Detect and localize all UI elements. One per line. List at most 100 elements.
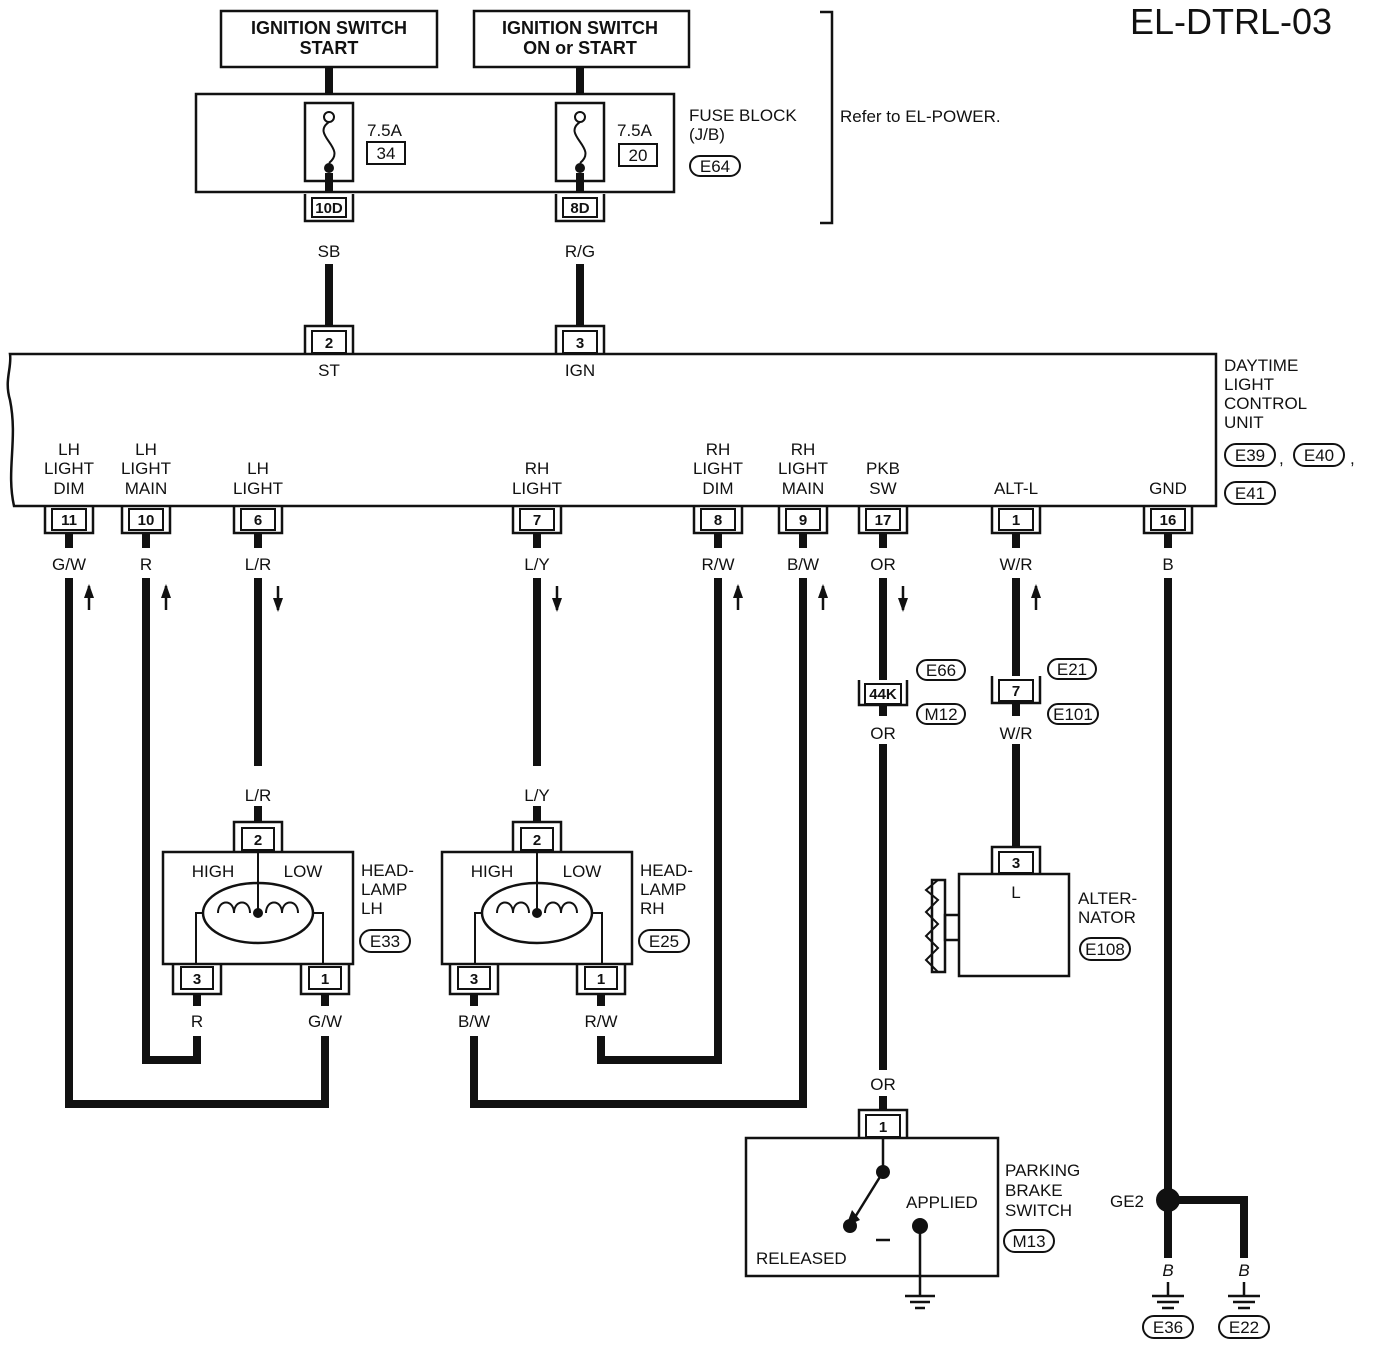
cu-pin-17-wire: OR xyxy=(870,555,896,574)
cu-pin-17-num: 17 xyxy=(875,512,892,529)
cu-pin-16-wire: B xyxy=(1162,555,1173,574)
cu-pin-7-label3: LIGHT xyxy=(512,479,562,498)
junction-7: 7 xyxy=(990,676,1042,705)
ground-symbol-right xyxy=(1228,1282,1260,1310)
cu-pin-1-wire: W/R xyxy=(999,555,1032,574)
junction-44k-pin: 44K xyxy=(869,686,897,703)
cu-pin-6-label3: LIGHT xyxy=(233,479,283,498)
terminal-8D: 8D xyxy=(554,194,606,223)
headlamp_rh-name-1: HEAD- xyxy=(640,861,693,880)
headlamp_rh-high: HIGH xyxy=(471,862,514,881)
cu-pin-10-num: 10 xyxy=(138,512,155,529)
headlamp_lh-pin-top: 2 xyxy=(254,832,262,849)
wire-bw-loop xyxy=(470,578,807,1108)
control-unit-body xyxy=(6,352,1218,508)
parking-brake-connector: M13 xyxy=(1012,1232,1045,1251)
cu-pin-6-num: 6 xyxy=(254,512,262,529)
cu-pin-9-wire: B/W xyxy=(787,555,819,574)
fuse-20 xyxy=(554,101,606,192)
cu-comma-2: , xyxy=(1350,449,1355,468)
cu-connector-e39: E39 xyxy=(1235,446,1265,465)
cu-connector-e41: E41 xyxy=(1235,484,1265,503)
wire-rw-loop xyxy=(597,578,722,1064)
alternator-name-1: ALTER- xyxy=(1078,889,1137,908)
cu-bottom-pins: 11LHLIGHTDIMG/W10LHLIGHTMAINR6LHLIGHTL/R… xyxy=(43,440,1194,612)
ground-wire-right: B xyxy=(1238,1261,1249,1280)
cu-pin-3: 3 xyxy=(554,324,606,354)
headlamp_lh-pin_left: 3 xyxy=(193,971,201,988)
cu-pin-10-label2: LIGHT xyxy=(121,459,171,478)
wire-gnd-right xyxy=(1168,1196,1248,1258)
cu-pin-17-label2: PKB xyxy=(866,459,900,478)
headlamp_lh-wire_left: R xyxy=(191,1012,203,1031)
refer-note: Refer to EL-POWER. xyxy=(840,107,1001,126)
cu-pin-8-wire: R/W xyxy=(701,555,734,574)
junction-7-pin: 7 xyxy=(1012,683,1020,700)
cu-pin-11-label1: LH xyxy=(58,440,80,459)
headlamp_rh-pin_right: 1 xyxy=(597,971,605,988)
headlamp_lh-low: LOW xyxy=(284,862,323,881)
headlamp_lh-name-3: LH xyxy=(361,899,383,918)
cu-name-3: CONTROL xyxy=(1224,394,1307,413)
cu-pin-10-label1: LH xyxy=(135,440,157,459)
signal-arrow-down-icon xyxy=(552,586,562,612)
fuse-block: 7.5A 34 7.5A 20 xyxy=(194,92,676,194)
cu-pin-6-wire: L/R xyxy=(245,555,271,574)
cu-pin-9-label1: RH xyxy=(791,440,816,459)
headlamp_rh-pin-top: 2 xyxy=(533,832,541,849)
ground-wire-left: B xyxy=(1162,1261,1173,1280)
signal-arrow-up-icon xyxy=(161,584,171,610)
terminal-8D-label: 8D xyxy=(570,200,589,217)
headlamp_rh-name-3: RH xyxy=(640,899,665,918)
terminal-10D: 10D xyxy=(303,194,355,223)
cu-connector-e40: E40 xyxy=(1304,446,1334,465)
headlamp_rh-name-2: LAMP xyxy=(640,880,686,899)
fuse-34 xyxy=(303,101,355,192)
cu-pin-17-label3: SW xyxy=(869,479,896,498)
fuse-20-rating: 7.5A xyxy=(617,121,653,140)
cu-pin-11-wire: G/W xyxy=(52,555,86,574)
fuse-34-rating: 7.5A xyxy=(367,121,403,140)
headlamp_rh-connector: E25 xyxy=(649,932,679,951)
parking-brake-applied: APPLIED xyxy=(906,1193,978,1212)
ground-conn-left: E36 xyxy=(1153,1318,1183,1337)
cu-name-4: UNIT xyxy=(1224,413,1264,432)
alternator-connector: E108 xyxy=(1085,940,1125,959)
headlamp_rh-low: LOW xyxy=(563,862,602,881)
ground-conn-right: E22 xyxy=(1229,1318,1259,1337)
alternator-pin: 3 xyxy=(1012,855,1020,872)
cu-name-1: DAYTIME xyxy=(1224,356,1298,375)
fuse-block-connector: E64 xyxy=(700,157,730,176)
fuse-block-label: FUSE BLOCK xyxy=(689,106,797,125)
signal-arrow-up-icon xyxy=(84,584,94,610)
cu-pin-8-label3: DIM xyxy=(702,479,733,498)
fuse-20-number: 20 xyxy=(629,146,648,165)
cu-comma-1: , xyxy=(1279,449,1284,468)
cu-pin-9-num: 9 xyxy=(799,512,807,529)
junction-44k: 44K xyxy=(857,680,909,707)
cu-pin-8-num: 8 xyxy=(714,512,722,529)
cu-pin-2-num: 2 xyxy=(325,335,333,352)
power-source-on-start-line1: IGNITION SWITCH xyxy=(502,18,658,38)
signal-arrow-up-icon xyxy=(1031,584,1041,610)
headlamp_lh-name-2: LAMP xyxy=(361,880,407,899)
parking-brake-wire-in: OR xyxy=(870,1075,896,1094)
wire-gw-loop xyxy=(65,578,329,1108)
junction-7-conn-top: E21 xyxy=(1057,660,1087,679)
parking-brake-pin: 1 xyxy=(879,1119,887,1136)
parking-brake-name-2: BRAKE xyxy=(1005,1181,1063,1200)
cu-pin-2: 2 xyxy=(303,324,355,354)
cu-pin-7-num: 7 xyxy=(533,512,541,529)
wire-label-sb: SB xyxy=(318,242,341,261)
power-source-start-line1: IGNITION SWITCH xyxy=(251,18,407,38)
cu-pin-2-label: ST xyxy=(318,361,340,380)
cu-pin-7-wire: L/Y xyxy=(524,555,550,574)
